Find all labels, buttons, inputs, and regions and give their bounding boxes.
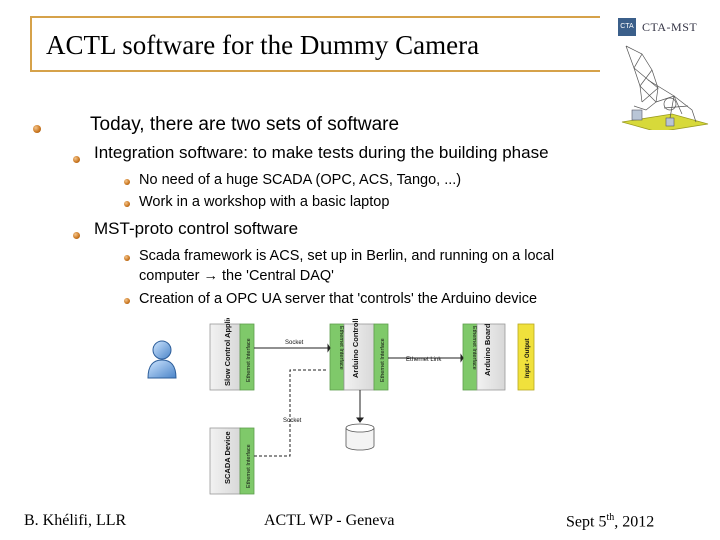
footer-date: Sept 5th, 2012 [566,512,654,531]
user-icon [147,340,177,379]
text-mst: MST-proto control software [94,219,299,238]
footer-event: ACTL WP - Geneva [264,512,395,529]
footer-date-prefix: Sept 5 [566,513,607,531]
arduino-controller-label: Arduino Controller [351,318,360,378]
bullet-level1 [33,125,41,133]
cta-logo-mark: CTA [618,18,636,36]
footer-date-sup: th [606,512,615,523]
bullet-mst-2 [124,298,130,304]
database-icon [345,423,375,451]
scada-device-label: SCADA Device [223,431,232,484]
bullet-integration [73,156,80,163]
socket-label-top: Socket [285,340,304,346]
text-mst-1-cont: computer → the 'Central DAQ' [139,268,334,284]
bullet-mst-1 [124,255,130,261]
text-integration-1: No need of a huge SCADA (OPC, ACS, Tango… [139,172,462,188]
title-bottom-rule [30,70,600,72]
arduino-controller-eth-left: Ethernet Interface [338,326,344,370]
scada-device-block: SCADA Device Ethernet Interface [209,427,255,495]
architecture-diagram: Slow Control Application Ethernet Interf… [147,318,535,495]
title-top-rule [30,16,600,18]
scada-device-eth-label: Ethernet Interface [246,444,252,488]
slow-control-label: Slow Control Application [223,318,232,386]
arduino-board-eth-label: Ethernet Interface [471,326,477,370]
bullet-mst [73,232,80,239]
text-integration-2: Work in a workshop with a basic laptop [139,194,390,210]
footer-author: B. Khélifi, LLR [24,512,127,529]
text-mst-2: Creation of a OPC UA server that 'contro… [139,291,538,307]
text-integration: Integration software: to make tests duri… [94,143,549,162]
slow-control-eth-label: Ethernet Interface [246,338,252,382]
text-level1: Today, there are two sets of software [90,114,400,135]
text-mst-1: Scada framework is ACS, set up in Berlin… [139,248,555,264]
input-output-label: Input - Output [525,338,531,378]
telescope-illustration [621,45,709,130]
arduino-board-label: Arduino Board [483,323,492,376]
arduino-controller-eth-right: Ethernet Interface [380,338,386,382]
cta-logo: CTA CTA-MST [618,16,706,38]
cta-logo-text: CTA-MST [642,20,698,34]
socket-label-middle: Socket [283,418,302,424]
title-frame [30,16,602,72]
bullet-integration-1 [124,179,130,185]
bullet-integration-2 [124,201,130,207]
slow-control-block: Slow Control Application Ethernet Interf… [209,318,255,391]
arduino-controller-block: Ethernet Interface Arduino Controller Et… [329,318,389,391]
footer-date-suffix: , 2012 [614,513,655,531]
arduino-board-block: Ethernet Interface Arduino Board Input -… [462,323,535,391]
slide-title: ACTL software for the Dummy Camera [46,30,480,60]
ethernet-link-label: Ethernet Link [406,357,442,363]
